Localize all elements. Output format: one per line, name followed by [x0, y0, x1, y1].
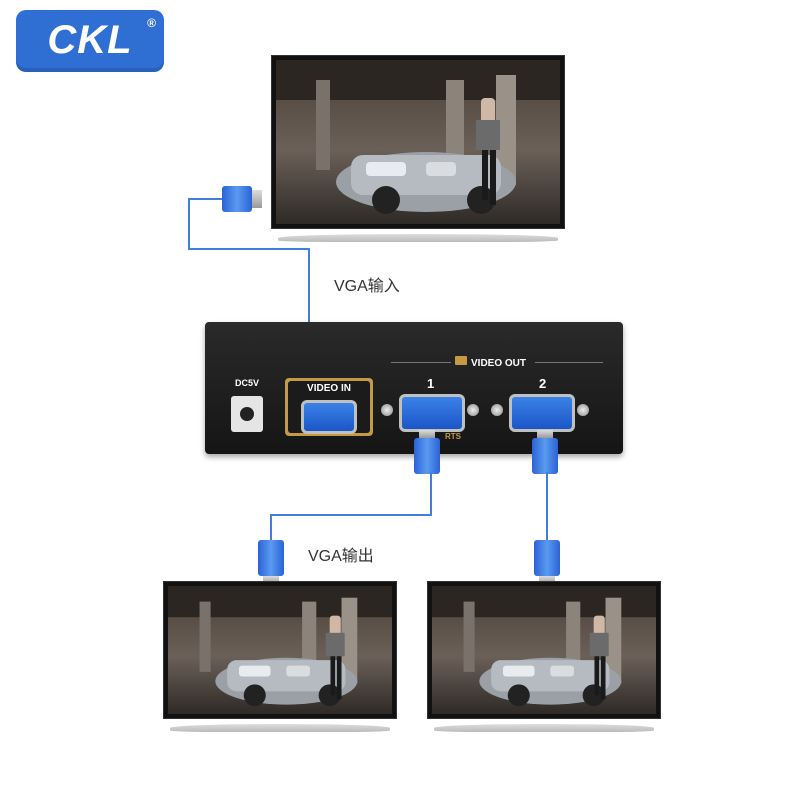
- registered-mark: ®: [147, 16, 156, 30]
- dc-power-label: DC5V: [235, 378, 260, 388]
- vga-port-output-1[interactable]: [399, 394, 465, 432]
- monitor-icon: [455, 356, 467, 365]
- vga-connector-output-2: [530, 430, 560, 474]
- logo-text: CKL: [47, 18, 133, 62]
- vga-connector-top: [222, 182, 262, 216]
- monitor-screen-image: [276, 60, 560, 224]
- brand-logo: CKL ®: [16, 10, 164, 72]
- video-in-panel: VIDEO IN: [285, 378, 373, 436]
- output-monitor-2: [428, 582, 660, 742]
- output-port-1-label: 1: [427, 376, 435, 391]
- vga-splitter-device: DC5V VIDEO IN VIDEO OUT 1 2 RTS: [205, 322, 623, 454]
- vga-connector-monitor-2: [532, 540, 562, 584]
- vga-connector-monitor-1: [256, 540, 286, 584]
- monitor-screen-image: [432, 586, 656, 714]
- vga-connector-output-1: [412, 430, 442, 474]
- top-monitor: [272, 56, 564, 252]
- output-port-2-label: 2: [539, 376, 547, 391]
- dc-power-jack: [231, 396, 263, 432]
- vga-input-label: VGA输入: [334, 278, 400, 295]
- vga-port-input[interactable]: [301, 400, 357, 434]
- monitor-screen-image: [168, 586, 392, 714]
- vga-output-label: VGA输出: [308, 548, 374, 565]
- ports-label: RTS: [445, 432, 461, 441]
- vga-port-output-2[interactable]: [509, 394, 575, 432]
- video-in-label: VIDEO IN: [307, 383, 351, 394]
- video-out-label: VIDEO OUT: [471, 358, 527, 369]
- output-monitor-1: [164, 582, 396, 742]
